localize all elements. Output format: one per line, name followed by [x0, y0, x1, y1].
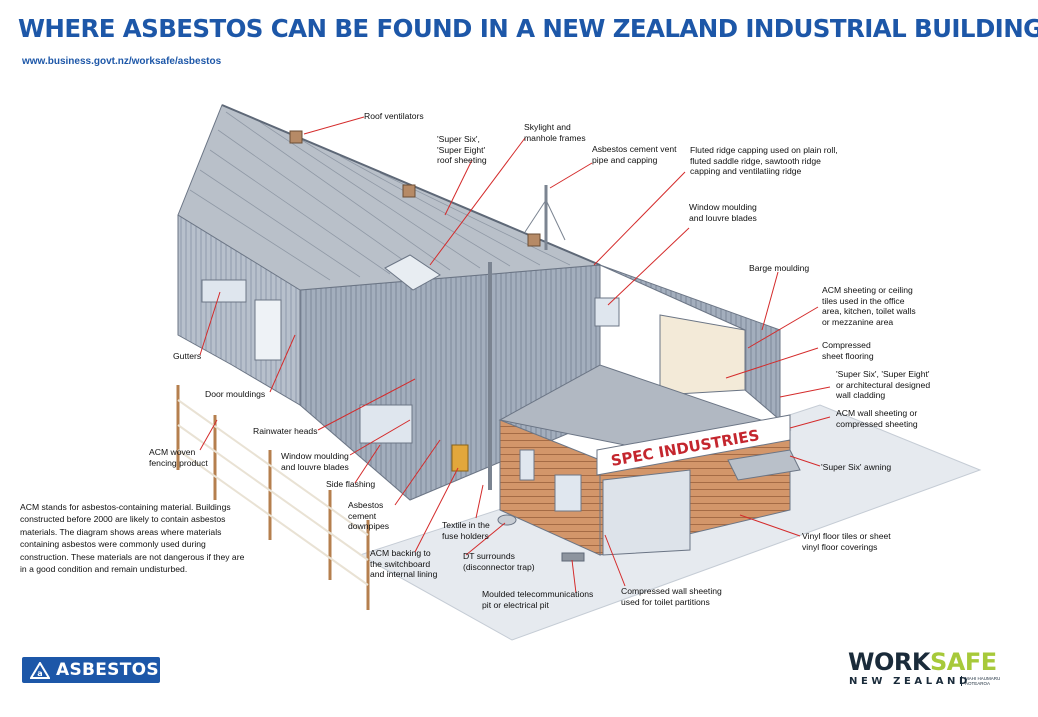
label-door-mouldings: Door mouldings — [205, 389, 266, 399]
logo-word-safe: SAFE — [929, 648, 997, 676]
label-window-louvre-top: Window moulding and louvre blades — [689, 202, 757, 223]
label-side-flashing: Side flashing — [326, 479, 376, 489]
interior-cutaway — [659, 314, 746, 396]
label-rainwater: Rainwater heads — [253, 426, 318, 436]
label-telecom-pit: Moulded telecommunications pit or electr… — [482, 589, 594, 610]
roof-ventilators — [289, 130, 541, 247]
label-switchboard: ACM backing to the switchboard and inter… — [370, 548, 438, 579]
warning-icon: a — [30, 662, 50, 679]
logo-word-work: WORK — [848, 648, 930, 676]
badge-label: ASBESTOS — [56, 660, 159, 680]
company-sign — [596, 414, 791, 476]
switchboard — [451, 444, 469, 472]
label-wall-cladding: 'Super Six', 'Super Eight' or architectu… — [836, 369, 931, 400]
source-url[interactable]: www.business.govt.nz/worksafe/asbestos — [22, 56, 222, 67]
skylight — [384, 254, 441, 291]
label-dt-surrounds: DT surrounds (disconnector trap) — [463, 551, 535, 572]
label-skylight: Skylight and manhole frames — [524, 122, 586, 143]
logo-country: NEW ZEALAND — [849, 676, 971, 687]
label-downpipes: Asbestos cement downpipes — [348, 500, 390, 531]
label-ridge-capping: Fluted ridge capping used on plain roll,… — [690, 145, 838, 176]
label-acm-ceiling: ACM sheeting or ceiling tiles used in th… — [822, 285, 916, 327]
label-barge: Barge moulding — [749, 263, 810, 273]
label-toilet-partitions: Compressed wall sheeting used for toilet… — [621, 586, 722, 607]
page-title: WHERE ASBESTOS CAN BE FOUND IN A NEW ZEA… — [18, 14, 1038, 43]
worksafe-logo: WORKSAFE NEW ZEALAND MAHI HAUMARU AOTEAR… — [848, 648, 1018, 690]
logo-maori: MAHI HAUMARU AOTEAROA — [961, 676, 1000, 686]
label-textile: Textile in the fuse holders — [442, 520, 490, 541]
label-super-six-roof: 'Super Six', 'Super Eight' roof sheeting — [437, 134, 487, 165]
explanatory-note: ACM stands for asbestos-containing mater… — [20, 502, 245, 575]
awning — [727, 449, 801, 481]
label-roof-ventilators: Roof ventilators — [364, 111, 424, 121]
roof-corrugation — [189, 111, 571, 281]
svg-text:a: a — [37, 669, 42, 678]
leader-lines — [199, 116, 831, 594]
front-window — [359, 404, 413, 444]
label-vinyl: Vinyl floor tiles or sheet vinyl floor c… — [802, 531, 891, 552]
label-window-louvre-side: Window moulding and louvre blades — [281, 451, 349, 472]
side-door — [254, 299, 282, 361]
label-acm-wall: ACM wall sheeting or compressed sheeting — [836, 408, 918, 429]
asbestos-badge: a ASBESTOS — [22, 657, 160, 683]
label-vent-pipe: Asbestos cement vent pipe and capping — [592, 144, 677, 165]
label-compressed-floor: Compressed sheet flooring — [822, 340, 874, 361]
label-fencing: ACM woven fencing product — [149, 447, 208, 468]
label-gutters: Gutters — [173, 351, 202, 361]
label-awning: 'Super Six' awning — [821, 462, 892, 472]
